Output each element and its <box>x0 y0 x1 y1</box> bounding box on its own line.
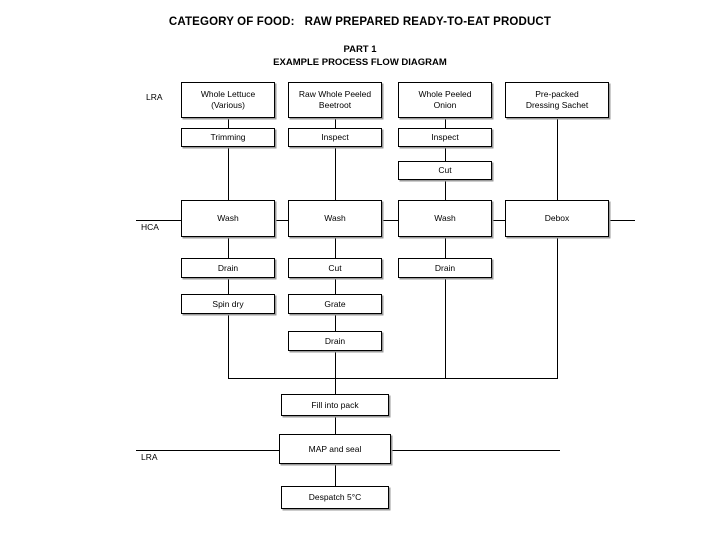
zone-label-hca: HCA <box>141 222 159 232</box>
box-label: Cut <box>328 262 342 273</box>
connector-map-to-despatch <box>335 464 336 486</box>
box-label: Inspect <box>321 132 349 142</box>
box-label: Spin dry <box>212 298 244 309</box>
box-step-lettuce-spin-dry[interactable]: Spin dry <box>181 294 275 314</box>
connector-onion-drain-to-collector <box>445 278 446 378</box>
page-title: CATEGORY OF FOOD: RAW PREPARED READY-TO-… <box>168 16 552 28</box>
box-step-lettuce-drain[interactable]: Drain <box>181 258 275 278</box>
diagram-title: EXAMPLE PROCESS FLOW DIAGRAM <box>273 57 447 68</box>
box-step-onion-drain[interactable]: Drain <box>398 258 492 278</box>
collector-bar <box>228 378 558 379</box>
box-step-lettuce-trimming[interactable]: Trimming <box>181 128 275 147</box>
hca-zone-line <box>136 220 635 221</box>
box-step-dressing-debox[interactable]: Debox <box>505 200 609 237</box>
connector-dressing-debox-to-collector <box>557 237 558 378</box>
box-input-dressing-sachet[interactable]: Pre-packed Dressing Sachet <box>505 82 609 118</box>
connector-onion-wash-to-drain <box>445 237 446 258</box>
box-step-beetroot-cut[interactable]: Cut <box>288 258 382 278</box>
box-label-line1: Raw Whole Peeled <box>298 89 372 99</box>
connector-onion-cut-to-wash <box>445 180 446 200</box>
box-label-line2: (Various) <box>211 100 245 110</box>
connector-lettuce-spindry-to-collector <box>228 314 229 378</box>
box-step-beetroot-inspect[interactable]: Inspect <box>288 128 382 147</box>
box-label-line1: Whole Peeled <box>418 89 472 99</box>
box-label: Inspect <box>431 132 459 142</box>
box-step-map-and-seal[interactable]: MAP and seal <box>279 434 391 464</box>
part-label: PART 1 <box>343 44 377 55</box>
box-label: Drain <box>434 262 456 273</box>
box-label-line2: Onion <box>433 100 457 110</box>
box-step-beetroot-wash[interactable]: Wash <box>288 200 382 237</box>
box-label-line2: Beetroot <box>318 100 352 110</box>
connector-dressing-input-to-debox <box>557 118 558 200</box>
box-step-onion-wash[interactable]: Wash <box>398 200 492 237</box>
box-label: Drain <box>217 262 239 273</box>
connector-beetroot-drain-to-collector <box>335 351 336 378</box>
box-step-beetroot-grate[interactable]: Grate <box>288 294 382 314</box>
connector-lettuce-drain-to-spindry <box>228 278 229 294</box>
box-label: Despatch 5°C <box>308 492 362 502</box>
box-input-lettuce[interactable]: Whole Lettuce (Various) <box>181 82 275 118</box>
connector-lettuce-input-to-trimming <box>228 118 229 128</box>
box-label: Fill into pack <box>311 399 359 410</box>
box-step-onion-cut[interactable]: Cut <box>398 161 492 180</box>
connector-lettuce-trimming-to-wash <box>228 147 229 200</box>
box-label: Wash <box>217 213 239 223</box>
box-label-line1: Pre-packed <box>535 89 579 99</box>
box-label: Cut <box>438 165 452 175</box>
box-label: Trimming <box>210 132 246 142</box>
box-input-onion[interactable]: Whole Peeled Onion <box>398 82 492 118</box>
box-input-beetroot[interactable]: Raw Whole Peeled Beetroot <box>288 82 382 118</box>
connector-onion-inspect-to-cut <box>445 147 446 161</box>
box-step-fill-into-pack[interactable]: Fill into pack <box>281 394 389 416</box>
box-label: Grate <box>324 298 346 309</box>
box-label: Wash <box>324 213 346 223</box>
box-label-line2: Dressing Sachet <box>525 100 589 110</box>
box-label: Drain <box>324 335 346 346</box>
box-label-line1: Whole Lettuce <box>200 89 256 99</box>
box-step-onion-inspect[interactable]: Inspect <box>398 128 492 147</box>
box-step-despatch[interactable]: Despatch 5°C <box>281 486 389 509</box>
zone-label-lra-top: LRA <box>146 92 163 102</box>
connector-onion-input-to-inspect <box>445 118 446 128</box>
connector-beetroot-input-to-inspect <box>335 118 336 128</box>
box-step-beetroot-drain[interactable]: Drain <box>288 331 382 351</box>
connector-beetroot-grate-to-drain <box>335 314 336 331</box>
box-label: MAP and seal <box>308 443 362 454</box>
connector-fill-to-map <box>335 416 336 434</box>
connector-beetroot-inspect-to-wash <box>335 147 336 200</box>
connector-beetroot-wash-to-cut <box>335 237 336 258</box>
box-label: Debox <box>544 213 570 223</box>
box-label: Wash <box>434 213 456 223</box>
box-step-lettuce-wash[interactable]: Wash <box>181 200 275 237</box>
connector-collector-to-fill <box>335 378 336 394</box>
connector-beetroot-cut-to-grate <box>335 278 336 294</box>
zone-label-lra-bottom: LRA <box>141 452 158 462</box>
connector-lettuce-wash-to-drain <box>228 237 229 258</box>
